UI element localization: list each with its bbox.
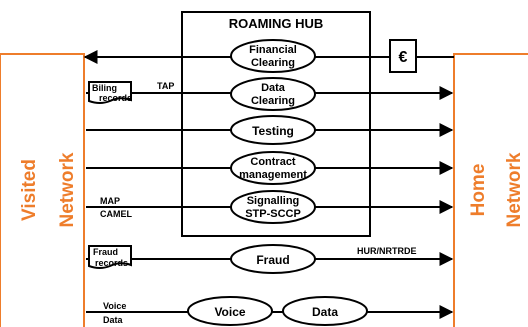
- data-clearing-ellipse: [230, 77, 316, 111]
- signalling-ellipse: [230, 190, 316, 224]
- signalling-label-1: Signalling: [247, 195, 300, 207]
- contract-management-label-2: management: [239, 169, 307, 181]
- data-clearing-label-2: Clearing: [251, 95, 295, 107]
- home-network-label-2: Network: [504, 152, 525, 227]
- testing-label: Testing: [252, 124, 294, 138]
- data-clearing-label-1: Data: [261, 82, 286, 94]
- data-input-label: Data: [103, 315, 124, 325]
- euro-symbol: €: [399, 49, 408, 66]
- euro-document: [389, 39, 417, 73]
- fraud-records-document: [88, 245, 132, 269]
- testing-ellipse: [230, 115, 316, 145]
- billing-records-label-2: records: [99, 93, 132, 103]
- data-ellipse: [282, 296, 368, 326]
- tap-label: TAP: [157, 81, 174, 91]
- camel-label: CAMEL: [100, 209, 132, 219]
- signalling-label-2: STP-SCCP: [245, 208, 301, 220]
- roaming-hub-title: ROAMING HUB: [229, 16, 324, 31]
- voice-input-label: Voice: [103, 301, 126, 311]
- data-label: Data: [312, 305, 338, 319]
- map-label: MAP: [100, 196, 120, 206]
- fraud-records-label-1: Fraud: [93, 247, 118, 257]
- visited-network-label-2: Network: [57, 152, 78, 227]
- financial-clearing-ellipse: [230, 39, 316, 73]
- billing-records-document: [88, 81, 132, 104]
- contract-management-ellipse: [230, 151, 316, 185]
- visited-network-label-1: Visited: [19, 159, 40, 221]
- home-network-label-1: Home: [468, 164, 489, 217]
- hur-nrtrde-label: HUR/NRTRDE: [357, 246, 417, 256]
- billing-records-label-1: Biling: [92, 83, 117, 93]
- fraud-label: Fraud: [256, 253, 289, 267]
- financial-clearing-label-1: Financial: [249, 44, 297, 56]
- home-network-box: [453, 53, 528, 327]
- voice-label: Voice: [214, 305, 245, 319]
- voice-ellipse: [187, 296, 273, 326]
- fraud-ellipse: [230, 244, 316, 274]
- contract-management-label-1: Contract: [250, 156, 296, 168]
- financial-clearing-label-2: Clearing: [251, 57, 295, 69]
- visited-network-box: [0, 53, 85, 327]
- fraud-records-label-2: records: [95, 258, 128, 268]
